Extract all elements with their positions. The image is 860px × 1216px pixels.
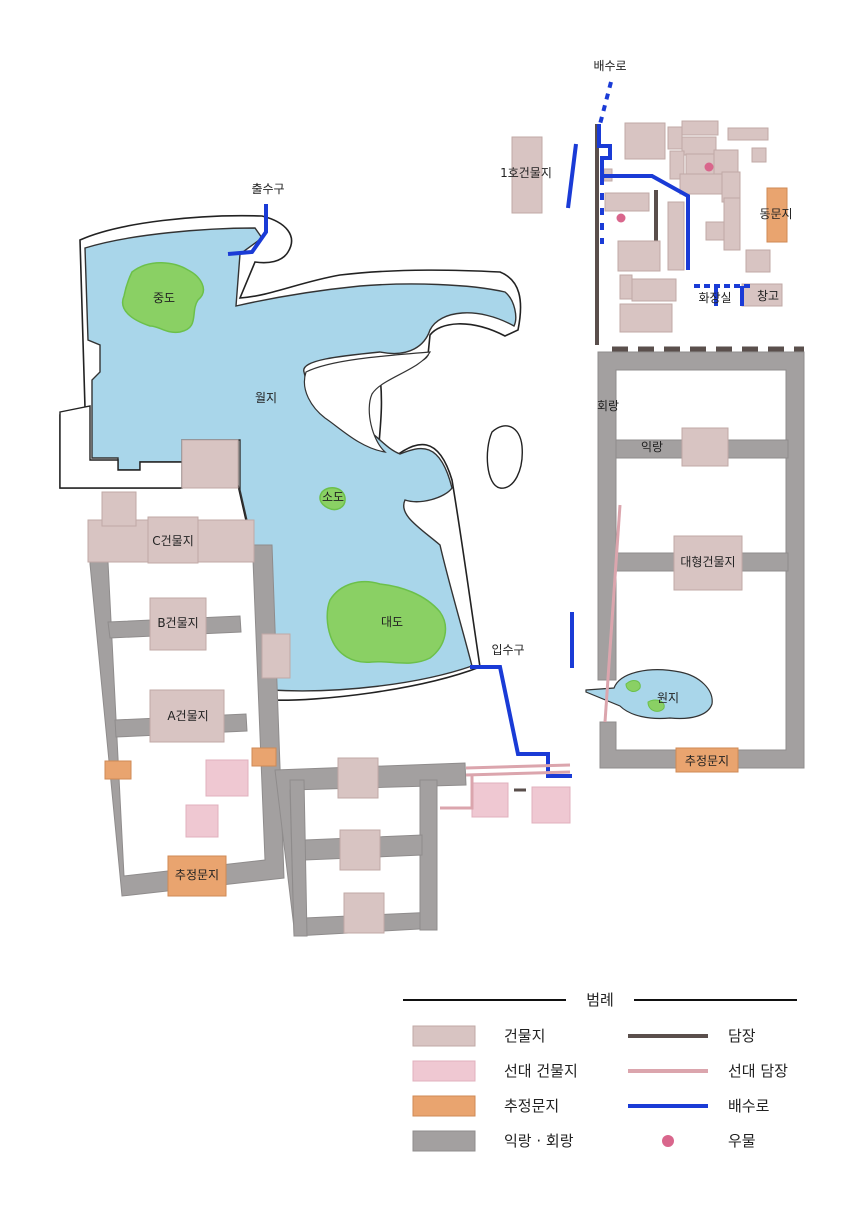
west-gate-site xyxy=(167,855,227,897)
well-1 xyxy=(704,162,714,172)
building-b xyxy=(149,597,207,651)
west-buildings xyxy=(87,439,385,934)
toilet-label: 화장실 xyxy=(698,291,731,305)
building-1 xyxy=(511,136,543,214)
legend-label-well: 우물 xyxy=(728,1132,756,1150)
ne-drains xyxy=(566,81,750,306)
south-hall-1 xyxy=(337,757,379,799)
west-earlier-buildings xyxy=(185,759,571,838)
legend-swatch-earlier-building xyxy=(412,1060,476,1082)
building-nw xyxy=(101,491,137,527)
outlet-drain xyxy=(227,204,268,256)
east-gate-ne-label: 동문지 xyxy=(759,207,792,221)
outlet-label: 출수구 xyxy=(251,182,284,196)
pond-pavilion-north xyxy=(181,439,239,489)
east-mound xyxy=(486,425,523,489)
earlier-walls-south xyxy=(440,763,571,810)
legend-swatch-corridor xyxy=(412,1130,476,1152)
inlet-label: 입수구 xyxy=(491,643,524,657)
legend-swatch-building xyxy=(412,1025,476,1047)
earlier-wall-diagonal xyxy=(603,504,622,723)
large-island xyxy=(326,580,447,664)
inlet-drain xyxy=(470,665,572,778)
legend-label-earlier-wall: 선대 담장 xyxy=(728,1062,788,1080)
legend-swatch-well xyxy=(662,1135,674,1147)
legend-label-gate: 추정문지 xyxy=(504,1097,559,1115)
pond-pavilion-south xyxy=(261,633,291,679)
middle-island xyxy=(121,262,205,334)
small-island-label: 소도 xyxy=(322,490,344,504)
south-hall-2 xyxy=(339,829,381,871)
corridor-label: 회랑 xyxy=(597,399,619,413)
garden-islet-1 xyxy=(625,680,641,692)
west-gate-label: 추정문지 xyxy=(175,868,219,882)
pond-peninsula xyxy=(303,351,432,453)
legend-label-corridor: 익랑 · 회랑 xyxy=(504,1132,574,1150)
east-buildings xyxy=(673,427,743,591)
pond-group xyxy=(59,214,523,702)
legend-title: 범례 xyxy=(586,991,614,1009)
building-a xyxy=(149,689,225,743)
middle-island-label: 중도 xyxy=(153,291,175,305)
east-gate-building xyxy=(766,187,788,243)
building-c-label: C건물지 xyxy=(152,534,194,548)
large-building-label: 대형건물지 xyxy=(680,555,735,569)
legend-label-building: 건물지 xyxy=(504,1027,545,1045)
building-c-core xyxy=(147,516,199,564)
legend: 범례 건물지 선대 건물지 추정문지 익랑 · 회랑 담장 선대 담장 배수로 … xyxy=(403,991,797,1152)
wing-building xyxy=(681,427,729,467)
garden-pond xyxy=(585,669,713,720)
building-1-label: 1호건물지 xyxy=(500,166,552,180)
pond-label: 월지 xyxy=(255,391,277,405)
south-hall-3 xyxy=(343,892,385,934)
east-gate-label: 추정문지 xyxy=(685,754,729,768)
legend-label-drain: 배수로 xyxy=(728,1097,770,1115)
large-island-label: 대도 xyxy=(381,615,403,629)
small-island xyxy=(319,487,346,511)
building-a-label: A건물지 xyxy=(167,709,208,723)
wing-corridor-label: 익랑 xyxy=(641,440,663,454)
storehouse-label: 창고 xyxy=(757,289,779,303)
well-2 xyxy=(616,213,626,223)
east-gate-site-box xyxy=(675,747,739,773)
legend-swatch-gate xyxy=(412,1095,476,1117)
drain-label: 배수로 xyxy=(593,59,626,73)
legend-label-earlier-building: 선대 건물지 xyxy=(504,1062,578,1080)
west-annex xyxy=(59,405,183,489)
legend-label-wall: 담장 xyxy=(728,1027,756,1045)
large-building xyxy=(673,535,743,591)
west-gates xyxy=(104,747,277,897)
garden-islet-2 xyxy=(647,699,665,712)
garden-pond-label: 원지 xyxy=(657,691,679,705)
building-b-label: B건물지 xyxy=(157,616,198,630)
